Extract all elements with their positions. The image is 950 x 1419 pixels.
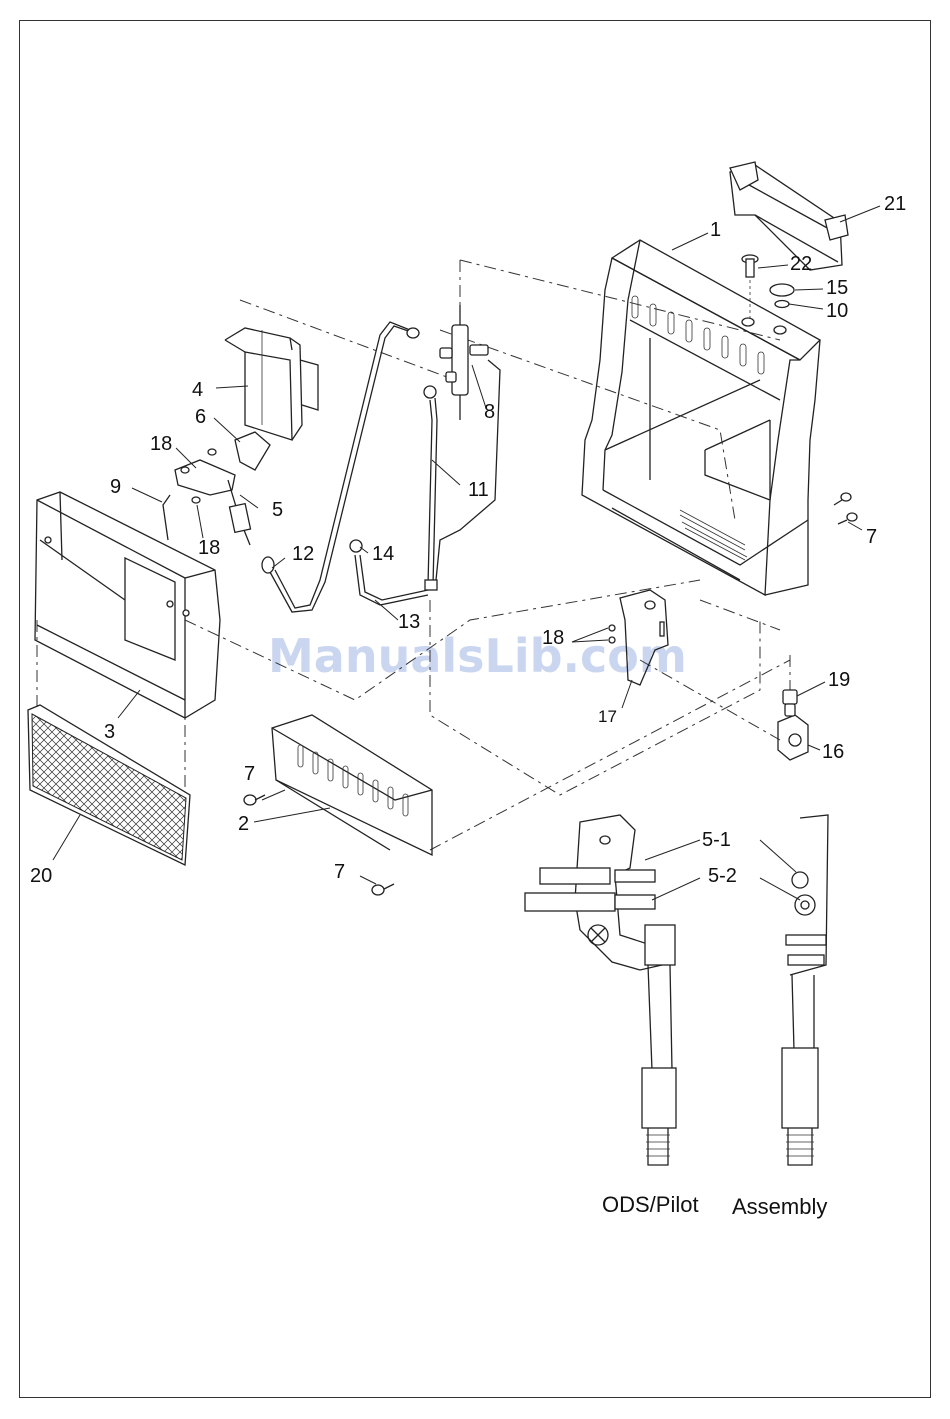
part-8-valve-fitting [440,305,488,420]
part-7-screws [244,493,857,895]
assembly-centerlines [37,260,790,850]
ods-pilot-assembly-detail [525,815,828,1165]
callout-11: 11 [468,479,489,501]
part-3-front-panel [35,492,220,718]
callout-10: 10 [826,300,848,322]
callout-18-left: 18 [198,537,220,559]
callout-8: 8 [484,401,495,423]
callout-3: 3 [104,721,115,743]
callout-2: 2 [238,813,249,835]
callout-21: 21 [884,193,906,215]
callout-16: 16 [822,741,844,763]
callout-13: 13 [398,611,420,633]
callout-18-right: 18 [542,627,564,649]
callout-18-top: 18 [150,433,172,455]
callout-20: 20 [30,865,52,887]
callout-22: 22 [790,253,812,275]
callout-5: 5 [272,499,283,521]
part-5-6-pilot [163,432,270,545]
callout-7-mid: 7 [244,763,255,785]
callout-12: 12 [292,543,314,565]
callout-15: 15 [826,277,848,299]
part-21-label [730,162,848,270]
callout-1: 1 [710,219,721,241]
callout-5-1: 5-1 [702,829,731,851]
caption-right: Assembly [732,1194,827,1219]
callout-6: 6 [195,406,206,428]
callout-7-right: 7 [866,526,877,548]
callout-labels: 1 21 22 15 10 7 4 6 18 9 5 18 12 14 13 1… [30,193,906,887]
callout-5-2: 5-2 [708,865,737,887]
callout-14: 14 [372,543,394,565]
callout-9: 9 [110,476,121,498]
watermark: ManualsLib.com [268,629,687,683]
part-2-lower-panel [272,715,432,855]
caption-left: ODS/Pilot [602,1192,699,1217]
part-16-19-regulator [778,690,808,760]
callout-17: 17 [598,707,617,726]
callout-19: 19 [828,669,850,691]
part-4-shield [225,328,318,440]
callout-7-bottom: 7 [334,861,345,883]
callout-4: 4 [192,379,203,401]
